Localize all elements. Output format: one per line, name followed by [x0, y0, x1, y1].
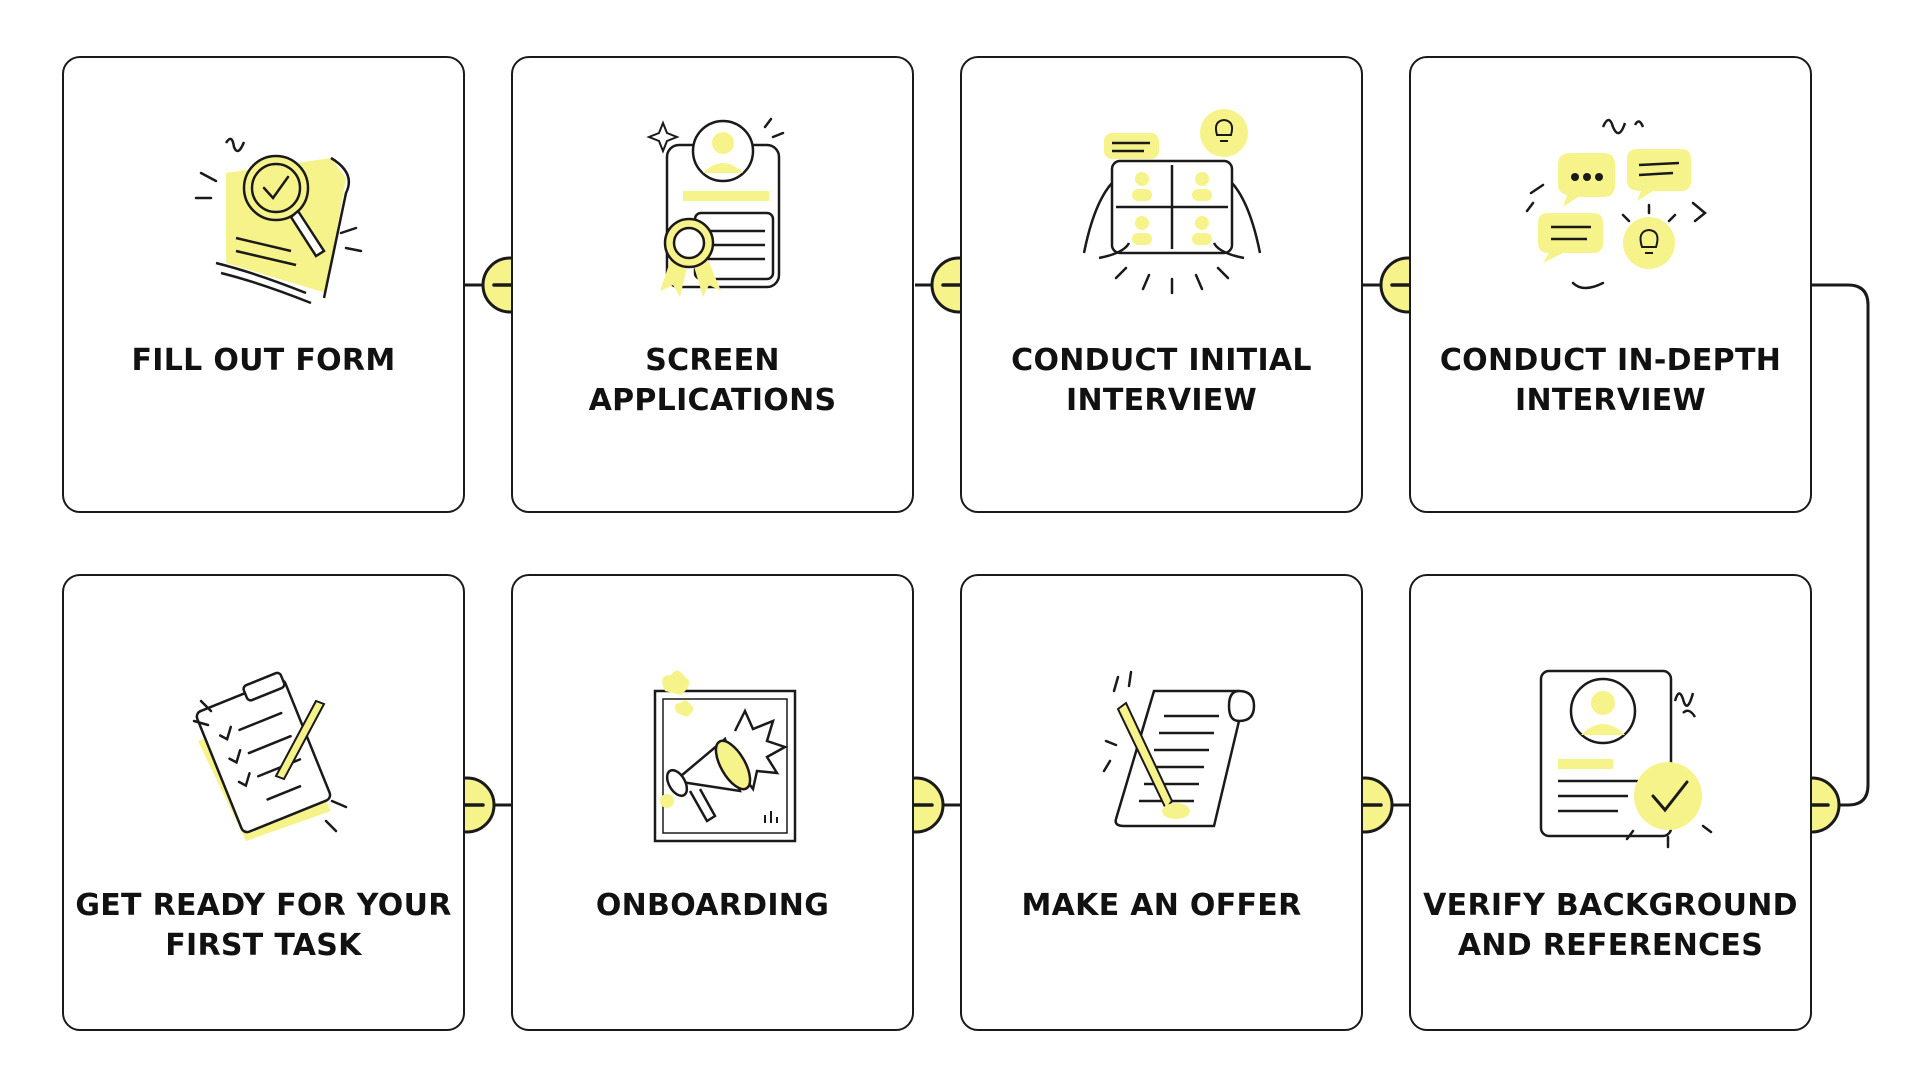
step-label: VERIFY BACKGROUND AND REFERENCES: [1423, 888, 1798, 963]
step-label: ONBOARDING: [595, 888, 830, 923]
resume-badge-icon: [646, 117, 785, 297]
megaphone-announcement-icon: [653, 670, 797, 843]
step-card-onboarding: ONBOARDING: [511, 574, 914, 1031]
step-card-fill-out-form: FILL OUT FORM: [62, 56, 465, 513]
contract-scroll-icon: [1102, 670, 1256, 828]
chat-bubbles-idea-icon: [1525, 118, 1707, 290]
step-card-make-an-offer: MAKE AN OFFER: [960, 574, 1363, 1031]
step-card-screen-applications: SCREEN APPLICATIONS: [511, 56, 914, 513]
step-card-conduct-initial-interview: CONDUCT INITIAL INTERVIEW: [960, 56, 1363, 513]
step-label: CONDUCT IN-DEPTH INTERVIEW: [1439, 343, 1782, 418]
profile-verified-icon: [1539, 669, 1713, 849]
clipboard-checklist-icon: [192, 671, 348, 841]
step-label: CONDUCT INITIAL INTERVIEW: [1011, 343, 1312, 418]
connector-line-4-5: [1812, 283, 1870, 807]
step-label: MAKE AN OFFER: [1021, 888, 1302, 923]
magnifier-form-icon: [194, 137, 363, 305]
step-label: FILL OUT FORM: [131, 343, 396, 378]
step-card-get-ready-first-task: GET READY FOR YOUR FIRST TASK: [62, 574, 465, 1031]
step-label: GET READY FOR YOUR FIRST TASK: [75, 888, 452, 963]
step-card-verify-background: VERIFY BACKGROUND AND REFERENCES: [1409, 574, 1812, 1031]
step-card-conduct-in-depth-interview: CONDUCT IN-DEPTH INTERVIEW: [1409, 56, 1812, 513]
step-label: SCREEN APPLICATIONS: [588, 343, 837, 418]
video-call-tablet-icon: [1082, 109, 1262, 295]
